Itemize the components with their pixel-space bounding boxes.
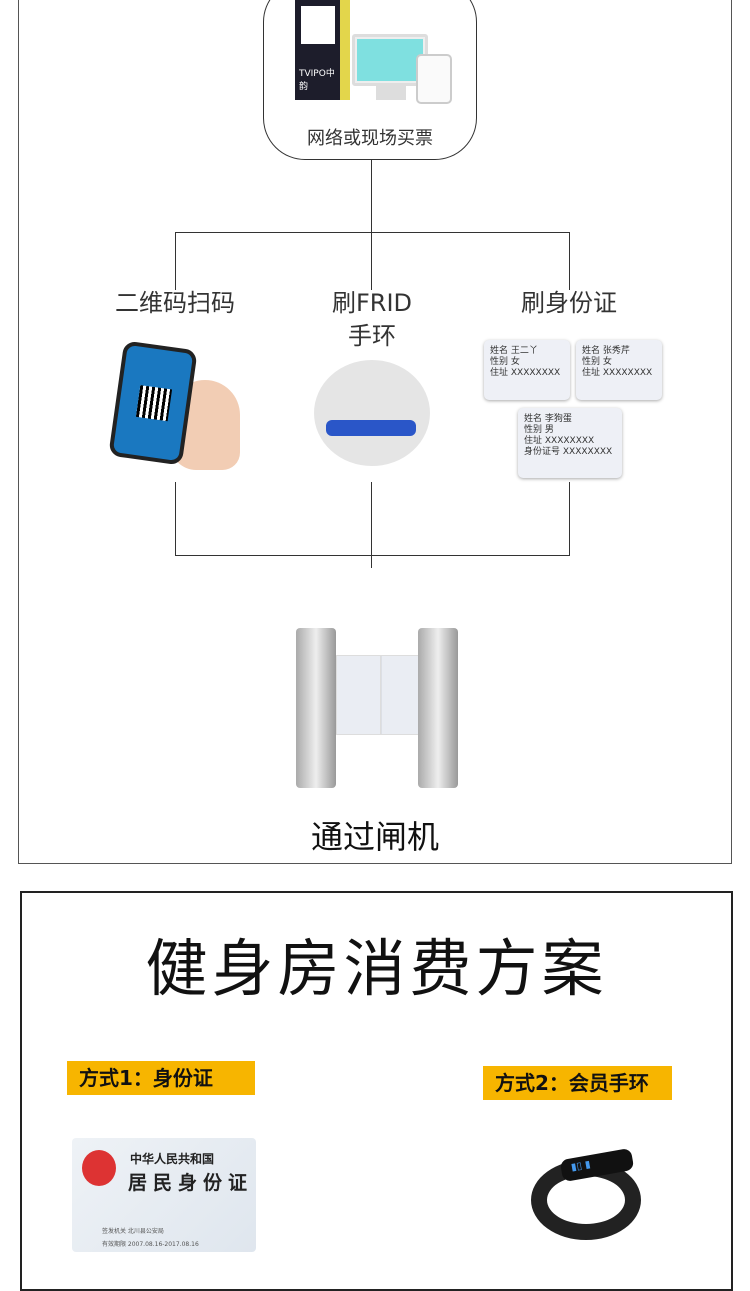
qr-code-icon xyxy=(135,385,173,422)
connector-line xyxy=(175,482,176,555)
method2-tag: 方式2：会员手环 xyxy=(483,1066,672,1100)
turnstile-post xyxy=(296,628,336,788)
purchase-label: 网络或现场买票 xyxy=(307,128,433,149)
connector-line xyxy=(371,232,372,290)
national-id-card-image: 中华人民共和国 居民身份证 签发机关 北川县公安局 有效期限 2007.08.1… xyxy=(72,1138,256,1252)
connector-line xyxy=(175,555,570,556)
connector-line xyxy=(175,232,570,233)
id-card-line2: 居民身份证 xyxy=(128,1172,254,1194)
rfid-line1: 刷FRID xyxy=(331,289,413,317)
gate-label: 通过闸机 xyxy=(310,818,439,856)
rfid-line2: 手环 xyxy=(348,322,396,350)
connector-line xyxy=(175,232,176,290)
phone-image xyxy=(416,54,452,104)
method-qr-label: 二维码扫码 xyxy=(115,289,235,317)
id-card-line1: 中华人民共和国 xyxy=(130,1152,215,1166)
ticket-kiosk-image: TVIPO中韵 xyxy=(295,0,350,100)
id-card: 姓名 王二丫性别 女住址 XXXXXXXX xyxy=(484,340,570,400)
kiosk-brand: TVIPO中韵 xyxy=(299,69,335,92)
method1-tag: 方式1：身份证 xyxy=(67,1061,255,1095)
connector-line xyxy=(371,482,372,568)
method-rfid-label: 刷FRID 手环 xyxy=(292,287,452,353)
gate-glass xyxy=(336,655,382,735)
id-card-issuer: 签发机关 北川县公安局 xyxy=(102,1228,164,1235)
national-emblem-icon xyxy=(82,1150,116,1186)
id-card: 姓名 张秀芹性别 女住址 XXXXXXXX xyxy=(576,340,662,400)
connector-line xyxy=(371,160,372,232)
monitor-stand xyxy=(376,86,406,100)
connector-line xyxy=(569,232,570,290)
method-id-label: 刷身份证 xyxy=(521,289,617,317)
connector-line xyxy=(569,482,570,555)
turnstile-post xyxy=(418,628,458,788)
plan-title: 健身房消费方案 xyxy=(145,932,608,1005)
id-card-validity: 有效期限 2007.08.16-2017.08.16 xyxy=(102,1241,199,1248)
rfid-wristband-image xyxy=(314,360,430,466)
member-wristband-image: ▮▯ ▮ xyxy=(525,1140,645,1252)
flow-panel xyxy=(18,0,732,864)
